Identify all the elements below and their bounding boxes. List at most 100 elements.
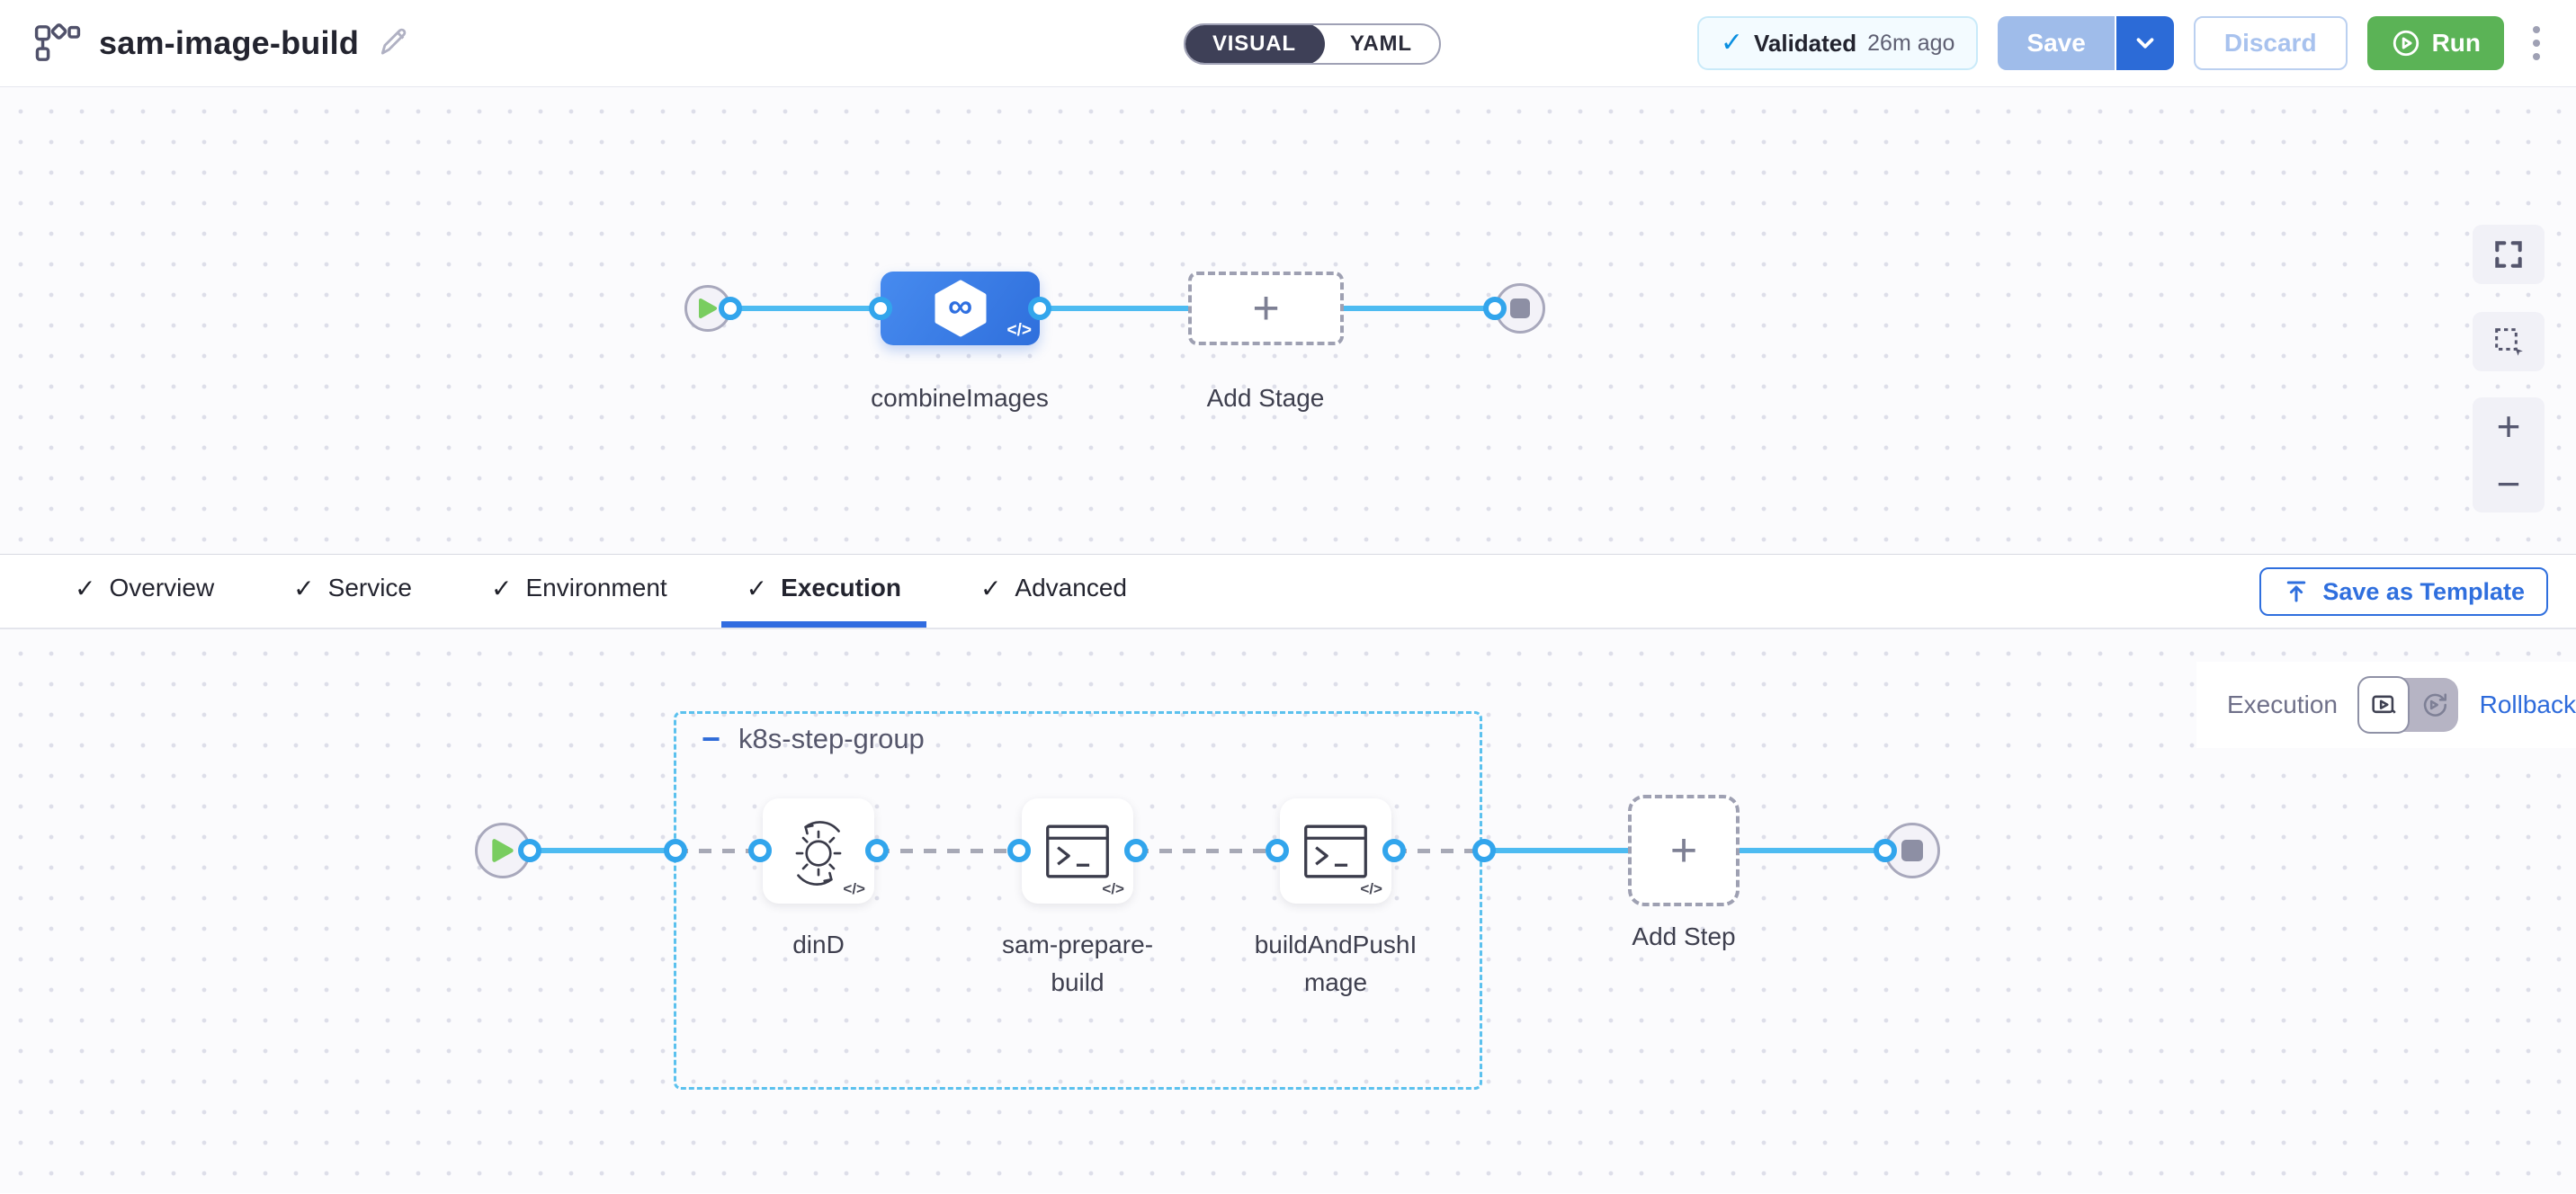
save-button[interactable]: Save (1998, 16, 2115, 70)
tab-environment[interactable]: ✓ Environment (491, 574, 667, 602)
check-icon: ✓ (293, 574, 315, 602)
port[interactable] (1124, 839, 1148, 862)
connector (1740, 848, 1885, 853)
check-icon: ✓ (979, 574, 1002, 602)
save-split-button: Save (1998, 16, 2174, 70)
title-group: sam-image-build (34, 22, 411, 64)
step-node-buildandpushimage[interactable]: </> (1280, 798, 1391, 904)
connector-dashed (1136, 849, 1277, 853)
add-stage-button[interactable]: + (1188, 272, 1344, 345)
add-step-label: Add Step (1632, 922, 1736, 950)
connector (1484, 848, 1630, 853)
step-node-sam-prepare-build[interactable]: </> (1022, 798, 1133, 904)
chevron-down-icon (2136, 38, 2154, 49)
code-badge-icon: </> (1360, 880, 1382, 897)
add-stage-label: Add Stage (1206, 384, 1325, 412)
code-badge-icon: </> (1102, 880, 1124, 897)
terminal-icon (1304, 824, 1367, 878)
connector-dashed (675, 849, 760, 853)
fullscreen-button[interactable] (2473, 225, 2545, 284)
fullscreen-icon (2495, 241, 2522, 268)
run-label: Run (2431, 29, 2481, 57)
step-label-buildandpushimage: buildAndPushImage (1254, 931, 1418, 996)
stage-label: combineImages (871, 384, 1049, 412)
port[interactable] (865, 839, 889, 862)
step-group-label: k8s-step-group (738, 723, 925, 754)
step-label-dind: dinD (792, 931, 845, 958)
check-icon: ✓ (746, 574, 768, 602)
validated-label: Validated (1753, 29, 1857, 57)
play-circle-icon (2393, 30, 2419, 57)
port[interactable] (1472, 839, 1496, 862)
port[interactable] (1028, 297, 1051, 320)
play-icon (699, 298, 717, 318)
header-bar: sam-image-build VISUAL YAML ✓ Validated … (0, 0, 2576, 87)
execution-rollback-switch: Execution (2196, 662, 2576, 748)
step-label-sam-prepare-build: sam-prepare-build (1001, 931, 1154, 996)
check-icon: ✓ (1720, 28, 1743, 58)
plus-icon: + (1252, 282, 1280, 334)
connector-dashed (1394, 849, 1484, 853)
execution-canvas[interactable]: Execution (0, 629, 2576, 1193)
connector (530, 848, 675, 853)
port[interactable] (1483, 297, 1507, 320)
upload-icon (2287, 581, 2306, 602)
rollback-view-button[interactable] (2410, 678, 2458, 732)
stop-icon (1510, 298, 1530, 318)
marquee-select-icon (2495, 328, 2523, 356)
save-as-template-button[interactable]: Save as Template (2259, 567, 2548, 616)
zoom-out-button[interactable]: − (2496, 460, 2521, 507)
multi-select-button[interactable] (2473, 312, 2545, 371)
port[interactable] (518, 839, 541, 862)
gear-sync-icon (795, 820, 842, 886)
validated-badge[interactable]: ✓ Validated 26m ago (1696, 16, 1979, 70)
terminal-icon (1046, 824, 1109, 878)
play-icon (492, 839, 514, 862)
connector (1344, 306, 1498, 311)
stage-config-tabs: ✓ Overview ✓ Service ✓ Environment ✓ Exe… (0, 555, 2576, 629)
port[interactable] (719, 297, 742, 320)
check-icon: ✓ (75, 574, 96, 602)
port[interactable] (869, 297, 892, 320)
stage-canvas[interactable]: ∞ </> + combineImages Add Stage (0, 87, 2576, 555)
tab-execution[interactable]: ✓ Execution (720, 555, 926, 628)
step-group-boundary[interactable] (674, 711, 1482, 1090)
port[interactable] (1007, 839, 1031, 862)
tab-visual[interactable]: VISUAL (1185, 25, 1325, 63)
run-button[interactable]: Run (2366, 16, 2504, 70)
execution-view-button[interactable] (2357, 676, 2410, 734)
step-group-header: − k8s-step-group (702, 723, 925, 755)
more-options-button[interactable] (2524, 19, 2549, 67)
discard-button[interactable]: Discard (2193, 16, 2348, 70)
step-node-dind[interactable]: </> (763, 798, 874, 904)
tab-service[interactable]: ✓ Service (293, 574, 413, 602)
edit-pencil-icon[interactable] (377, 26, 411, 60)
tab-overview[interactable]: ✓ Overview (75, 574, 215, 602)
port[interactable] (1382, 839, 1406, 862)
port[interactable] (748, 839, 772, 862)
validated-time: 26m ago (1867, 30, 1955, 56)
tab-advanced[interactable]: ✓ Advanced (979, 574, 1127, 602)
save-dropdown-button[interactable] (2114, 16, 2174, 70)
execution-steps-icon (2372, 695, 2396, 714)
zoom-in-button[interactable]: + (2496, 403, 2521, 450)
infinity-glyph: ∞ (947, 288, 973, 325)
tab-yaml[interactable]: YAML (1349, 31, 1412, 56)
zoom-controls: + − (2473, 397, 2545, 512)
collapse-group-button[interactable]: − (702, 720, 721, 757)
add-step-button[interactable]: + (1628, 795, 1740, 906)
execution-view-label: Execution (2227, 691, 2338, 718)
code-badge-icon: </> (1006, 321, 1032, 340)
header-actions: ✓ Validated 26m ago Save Discard Run (1696, 16, 2549, 70)
connector (1040, 306, 1192, 311)
rollback-link[interactable]: Rollback (2479, 691, 2576, 718)
port[interactable] (664, 839, 687, 862)
connector-dashed (877, 849, 1019, 853)
stage-node-combineimages[interactable]: ∞ </> (881, 272, 1040, 345)
port[interactable] (1266, 839, 1289, 862)
port[interactable] (1874, 839, 1897, 862)
page-title: sam-image-build (99, 24, 360, 61)
pipeline-icon (34, 23, 81, 61)
visual-yaml-toggle: VISUAL YAML (1184, 23, 1441, 65)
